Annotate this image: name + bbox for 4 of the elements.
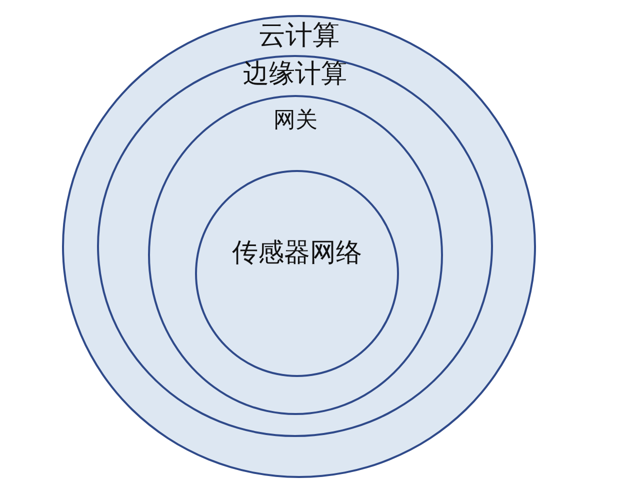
layer-label: 边缘计算 xyxy=(242,61,348,87)
layer-label: 传感器网络 xyxy=(231,240,363,266)
layer-label: 网关 xyxy=(272,110,318,132)
layer-label: 云计算 xyxy=(258,22,340,49)
